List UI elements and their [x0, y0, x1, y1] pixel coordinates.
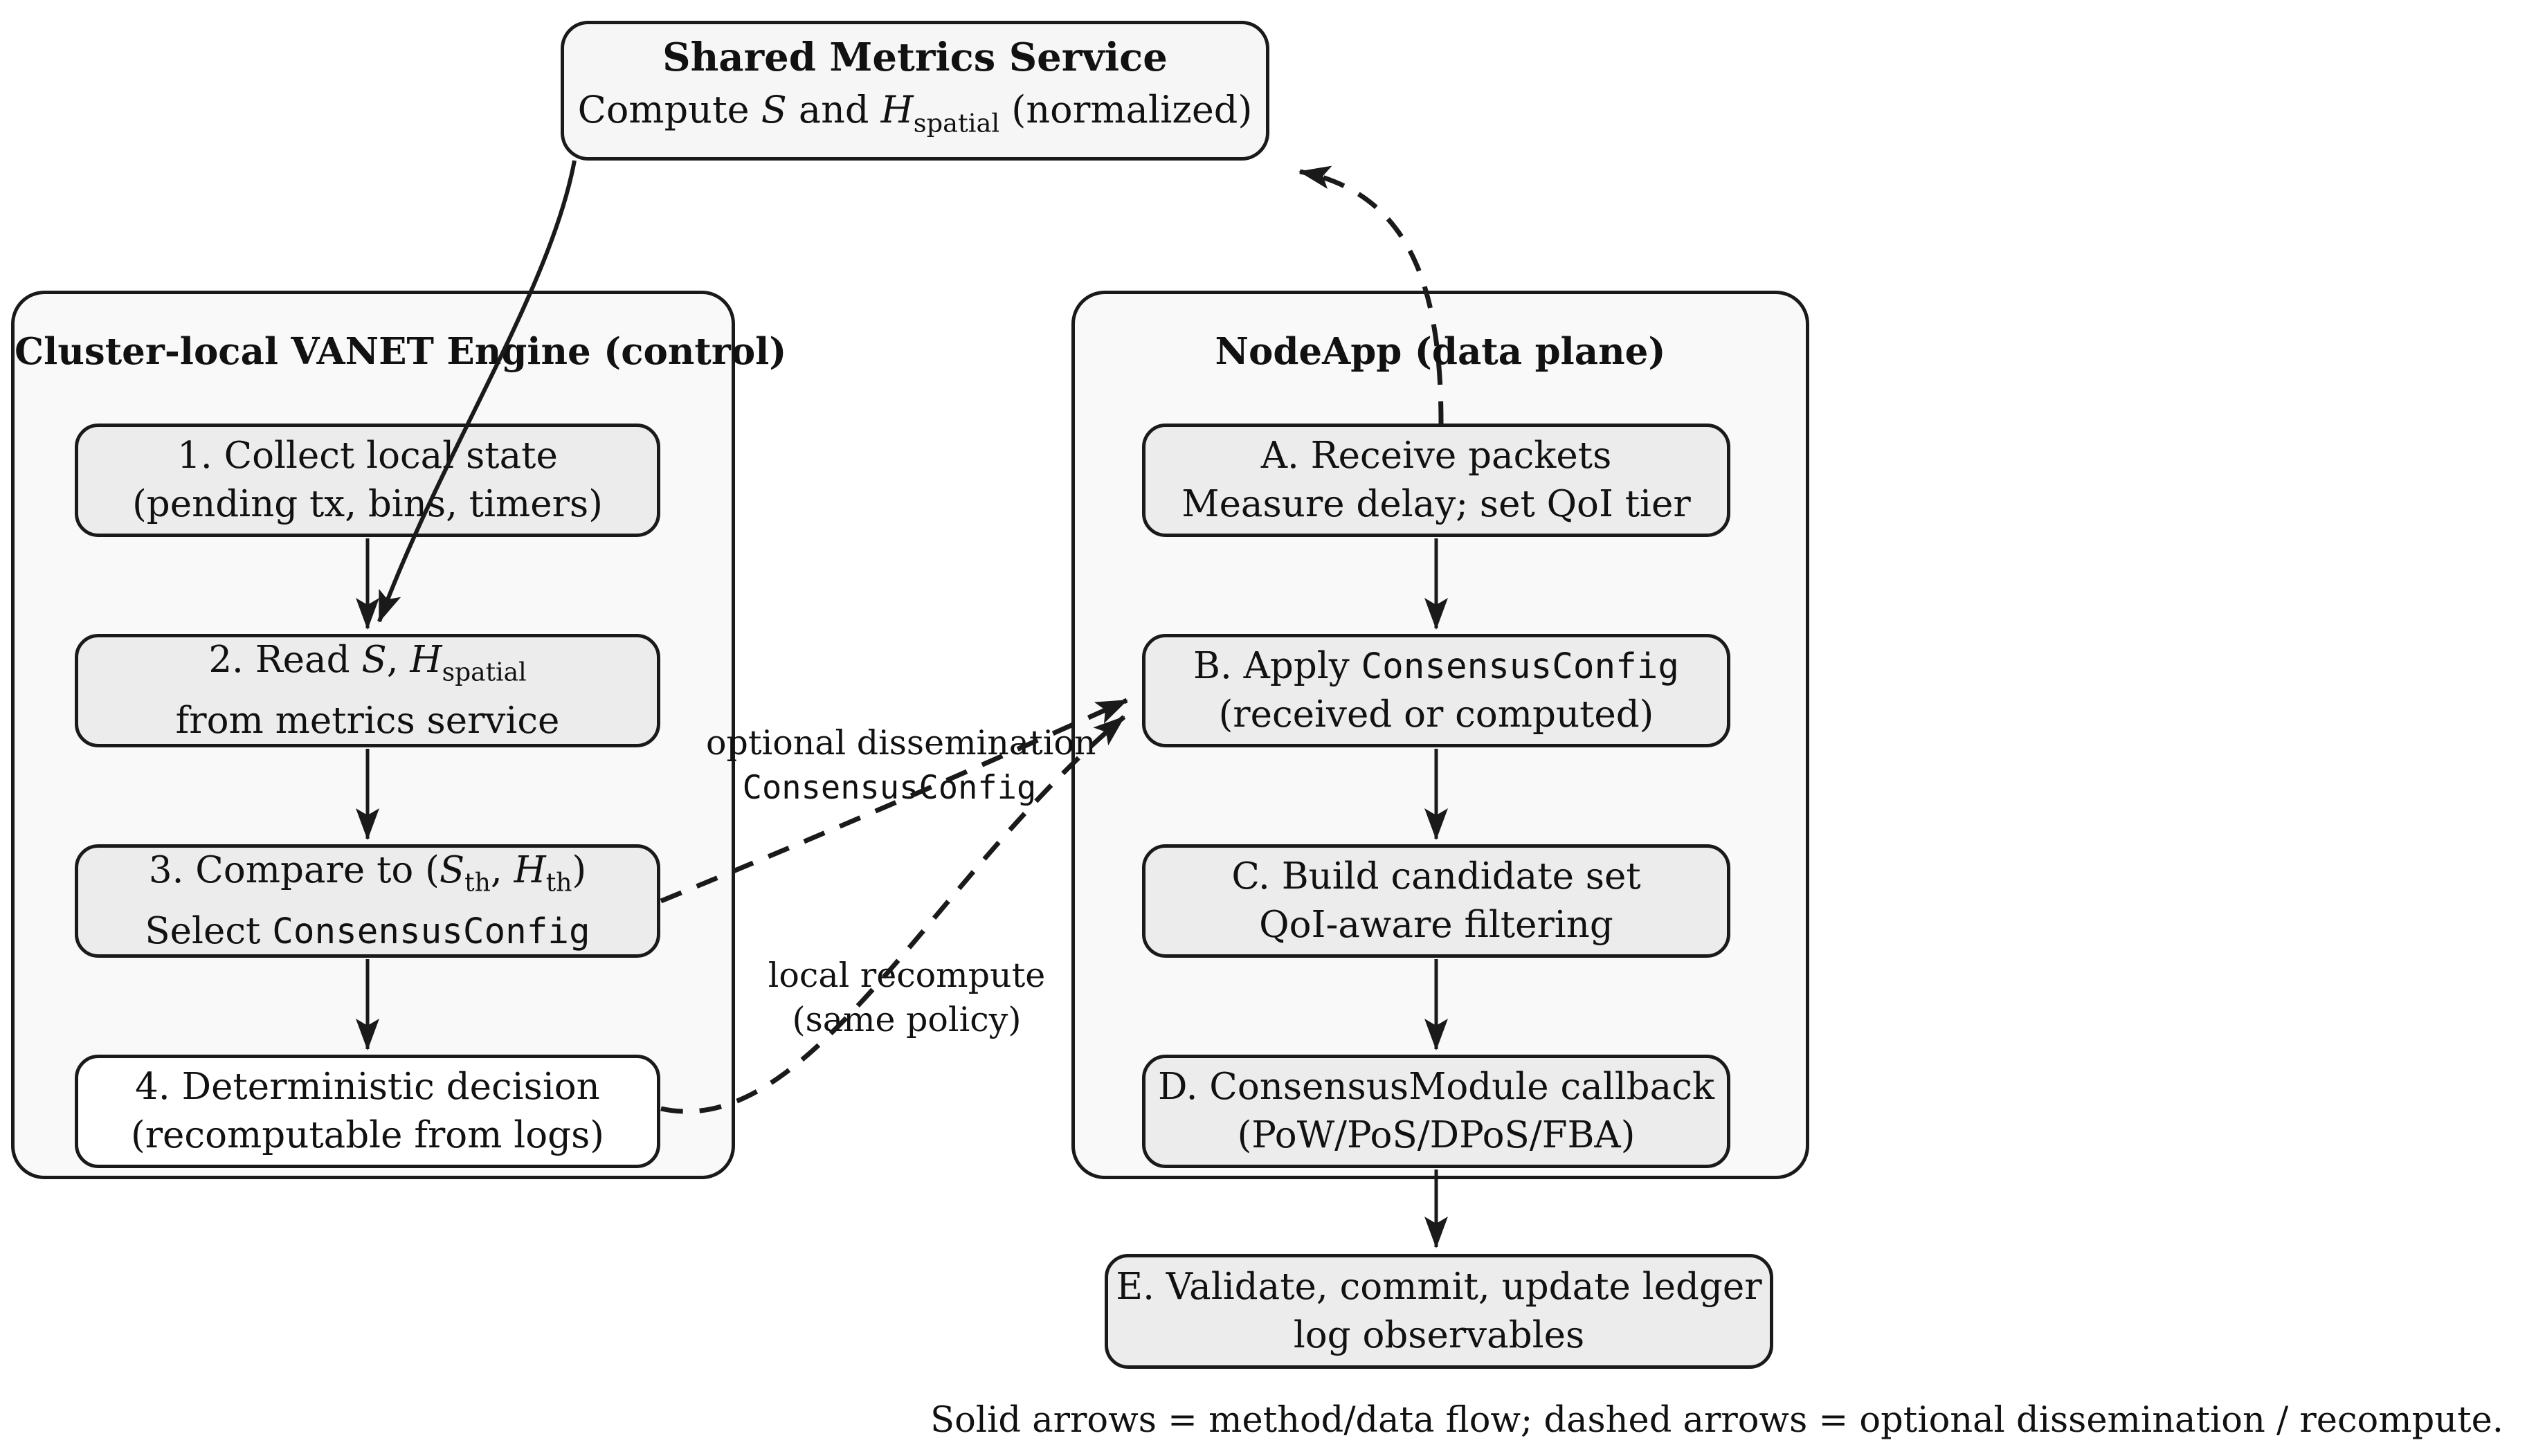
recompute-label-line1: local recompute [768, 956, 1046, 995]
step4-line1: 4. Deterministic decision [135, 1066, 600, 1108]
node-box-a-receive: A. Receive packets Measure delay; set Qo… [1142, 424, 1730, 537]
ledger-box-e: E. Validate, commit, update ledger log o… [1105, 1254, 1773, 1369]
node-box-d-callback: D. ConsensusModule callback (PoW/PoS/DPo… [1142, 1055, 1730, 1168]
node-box-b-apply: B. Apply ConsensusConfig (received or co… [1142, 634, 1730, 747]
step-box-3-compare: 3. Compare to (Sth, Hth) Select Consensu… [75, 844, 660, 958]
step-box-2-read: 2. Read S, Hspatial from metrics service [75, 634, 660, 747]
edge-label-dissemination: optional dissemination ConsensusConfig [706, 721, 1096, 810]
dissemination-label-line1: optional dissemination [706, 723, 1096, 763]
nodeapp-title: NodeApp (data plane) [1215, 330, 1666, 373]
boxe-line2: log observables [1293, 1314, 1585, 1356]
step4-line2: (recomputable from logs) [131, 1114, 604, 1156]
boxc-line1: C. Build candidate set [1231, 855, 1641, 898]
step2-line2: from metrics service [175, 700, 560, 743]
step-box-1-collect: 1. Collect local state (pending tx, bins… [75, 424, 660, 537]
shared-metrics-subtitle: Compute S and Hspatial (normalized) [577, 88, 1253, 138]
step3-line1: 3. Compare to (Sth, Hth) [148, 848, 587, 898]
boxe-line1: E. Validate, commit, update ledger [1116, 1266, 1762, 1308]
edge-label-recompute: local recompute (same policy) [744, 954, 1069, 1042]
step1-line2: (pending tx, bins, timers) [132, 483, 603, 525]
node-box-c-candidate: C. Build candidate set QoI-aware filteri… [1142, 844, 1730, 958]
boxd-line2: (PoW/PoS/DPoS/FBA) [1237, 1114, 1636, 1156]
vanet-engine-title: Cluster-local VANET Engine (control) [15, 330, 787, 373]
step-box-4-decision: 4. Deterministic decision (recomputable … [75, 1055, 660, 1168]
boxd-line1: D. ConsensusModule callback [1157, 1066, 1715, 1108]
dissemination-label-line2: ConsensusConfig [742, 769, 1037, 807]
boxa-line2: Measure delay; set QoI tier [1181, 483, 1691, 525]
step1-line1: 1. Collect local state [177, 435, 558, 477]
legend-caption: Solid arrows = method/data flow; dashed … [930, 1400, 2503, 1441]
boxb-line1: B. Apply ConsensusConfig [1193, 645, 1679, 687]
step3-line2: Select ConsensusConfig [145, 910, 590, 953]
recompute-label-line2: (same policy) [792, 1000, 1022, 1039]
boxc-line2: QoI-aware filtering [1259, 904, 1613, 946]
shared-metrics-title: Shared Metrics Service [662, 35, 1168, 81]
step2-line1: 2. Read S, Hspatial [208, 638, 527, 687]
shared-metrics-service-node: Shared Metrics Service Compute S and Hsp… [561, 21, 1269, 161]
boxb-line2: (received or computed) [1218, 693, 1654, 736]
boxa-line1: A. Receive packets [1260, 435, 1612, 477]
